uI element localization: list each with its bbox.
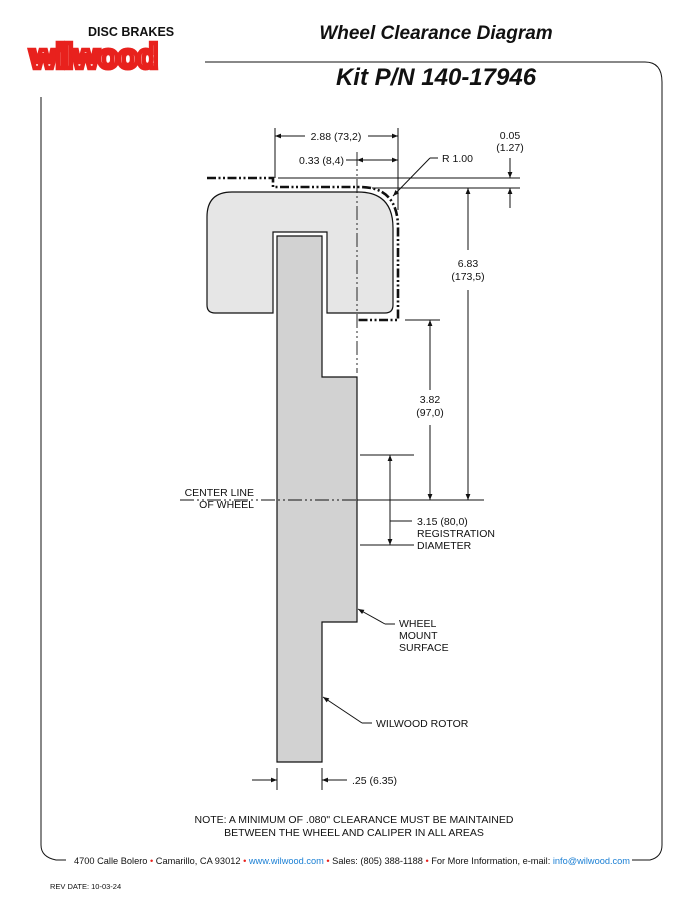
note-line-1: NOTE: A MINIMUM OF .080" CLEARANCE MUST … xyxy=(195,814,514,826)
clearance-envelope xyxy=(207,176,400,322)
dim-gap-mm: (1.27) xyxy=(496,142,523,154)
email-link[interactable]: info@wilwood.com xyxy=(553,856,630,867)
rev-date: REV DATE: 10-03-24 xyxy=(50,882,121,891)
dim-height-in: 6.83 xyxy=(458,258,479,270)
rotor-profile xyxy=(276,235,358,763)
page-title: Wheel Clearance Diagram xyxy=(319,23,552,44)
dim-radius: R 1.00 xyxy=(442,153,473,165)
wheel-mount-label-2: MOUNT xyxy=(399,630,438,642)
dim-registration-value: 3.15 (80,0) xyxy=(417,516,468,528)
dim-mount-in: 3.82 xyxy=(420,394,441,406)
footer-contact: 4700 Calle Bolero • Camarillo, CA 93012 … xyxy=(74,856,630,867)
wheel-mount-label-1: WHEEL xyxy=(399,618,437,630)
logo-wordmark: wilwood xyxy=(29,38,157,76)
wheel-mount-label-3: SURFACE xyxy=(399,642,449,654)
note-line-2: BETWEEN THE WHEEL AND CALIPER IN ALL ARE… xyxy=(224,827,484,839)
dim-offset: 0.33 (8,4) xyxy=(299,155,344,167)
kit-part-number: Kit P/N 140-17946 xyxy=(336,64,537,91)
frame-border-left xyxy=(40,97,66,861)
frame-border xyxy=(205,61,663,861)
dim-gap-in: 0.05 xyxy=(500,130,521,142)
website-link[interactable]: www.wilwood.com xyxy=(248,856,324,867)
dim-registration-label-2: DIAMETER xyxy=(417,540,472,552)
logo-subtext: DISC BRAKES xyxy=(88,25,174,39)
dim-thickness: .25 (6.35) xyxy=(352,775,397,787)
rotor-label: WILWOOD ROTOR xyxy=(376,718,469,730)
dim-registration-label-1: REGISTRATION xyxy=(417,528,495,540)
center-line-label-2: OF WHEEL xyxy=(199,499,254,511)
dim-overall-width: 2.88 (73,2) xyxy=(311,131,362,143)
dim-height-mm: (173,5) xyxy=(451,271,484,283)
wilwood-logo: DISC BRAKES wilwood xyxy=(27,25,174,78)
center-line-label-1: CENTER LINE xyxy=(185,487,254,499)
wheel-profile xyxy=(206,191,394,314)
dim-mount-mm: (97,0) xyxy=(416,407,443,419)
